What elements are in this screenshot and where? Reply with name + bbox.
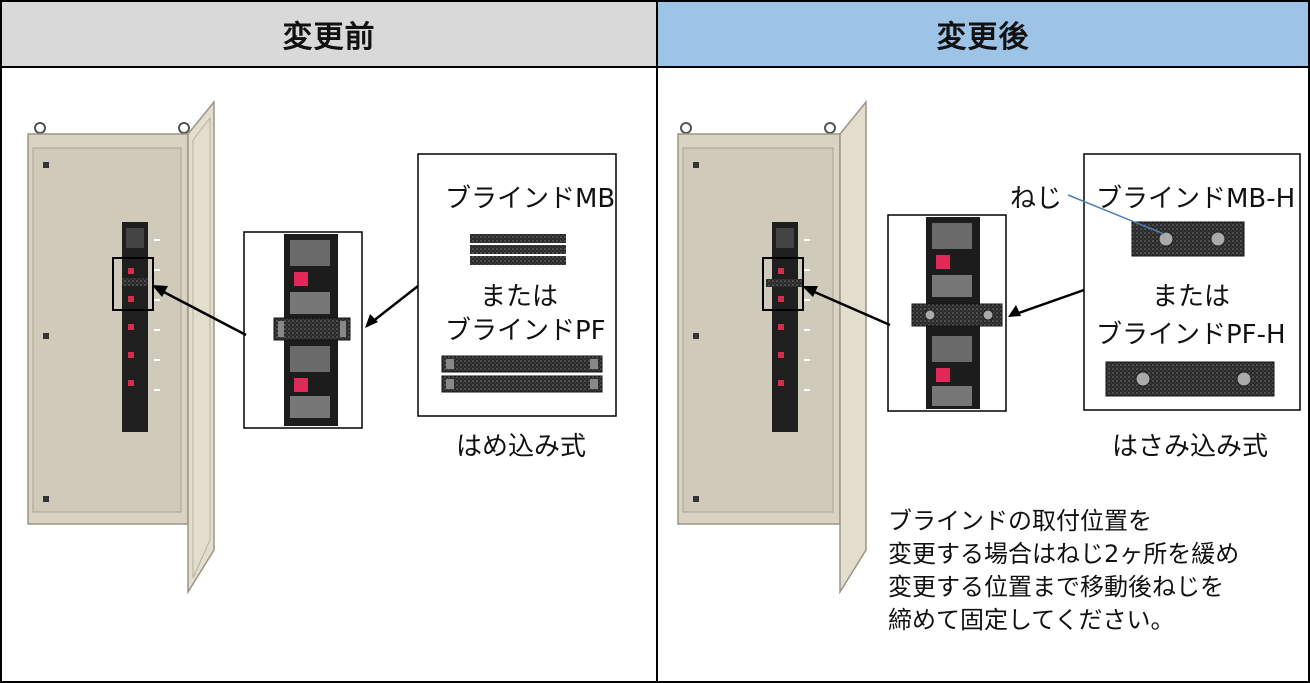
header-after: 変更後: [658, 2, 1308, 68]
label-screw: ねじ: [1010, 184, 1063, 214]
screw-leader-line: [1067, 194, 1165, 235]
label-blind-mb-h: ブラインドMB-H: [1096, 184, 1296, 214]
zoom-breaker-before: [243, 231, 363, 429]
parts-box-after: [1067, 153, 1301, 411]
cabinet-after: [677, 99, 867, 595]
parts-box-before: [417, 153, 617, 417]
note-line: ブラインドの取付位置を: [888, 507, 1152, 535]
label-or-after: または: [1152, 282, 1231, 312]
label-method-after: はさみ込み式: [1112, 432, 1269, 462]
label-method-before: はめ込み式: [456, 432, 587, 462]
label-or-before: または: [480, 282, 559, 312]
label-blind-pf: ブラインドPF: [445, 316, 606, 346]
instruction-note: ブラインドの取付位置を 変更する場合はねじ2ヶ所を緩め 変更する位置まで移動後ね…: [888, 505, 1239, 637]
arrows-before: [152, 285, 419, 337]
header-before: 変更前: [2, 2, 656, 68]
label-blind-pf-h: ブラインドPF-H: [1096, 320, 1286, 350]
note-line: 締めて固定してください。: [888, 606, 1175, 634]
label-blind-mb: ブラインドMB: [445, 184, 616, 214]
arrows-after: [802, 286, 1085, 327]
note-line: 変更する場合はねじ2ヶ所を緩め: [888, 540, 1240, 568]
cabinet-before: [27, 99, 215, 595]
zoom-breaker-after: [887, 214, 1007, 412]
column-divider: [656, 2, 658, 683]
note-line: 変更する位置まで移動後ねじを: [888, 573, 1224, 601]
